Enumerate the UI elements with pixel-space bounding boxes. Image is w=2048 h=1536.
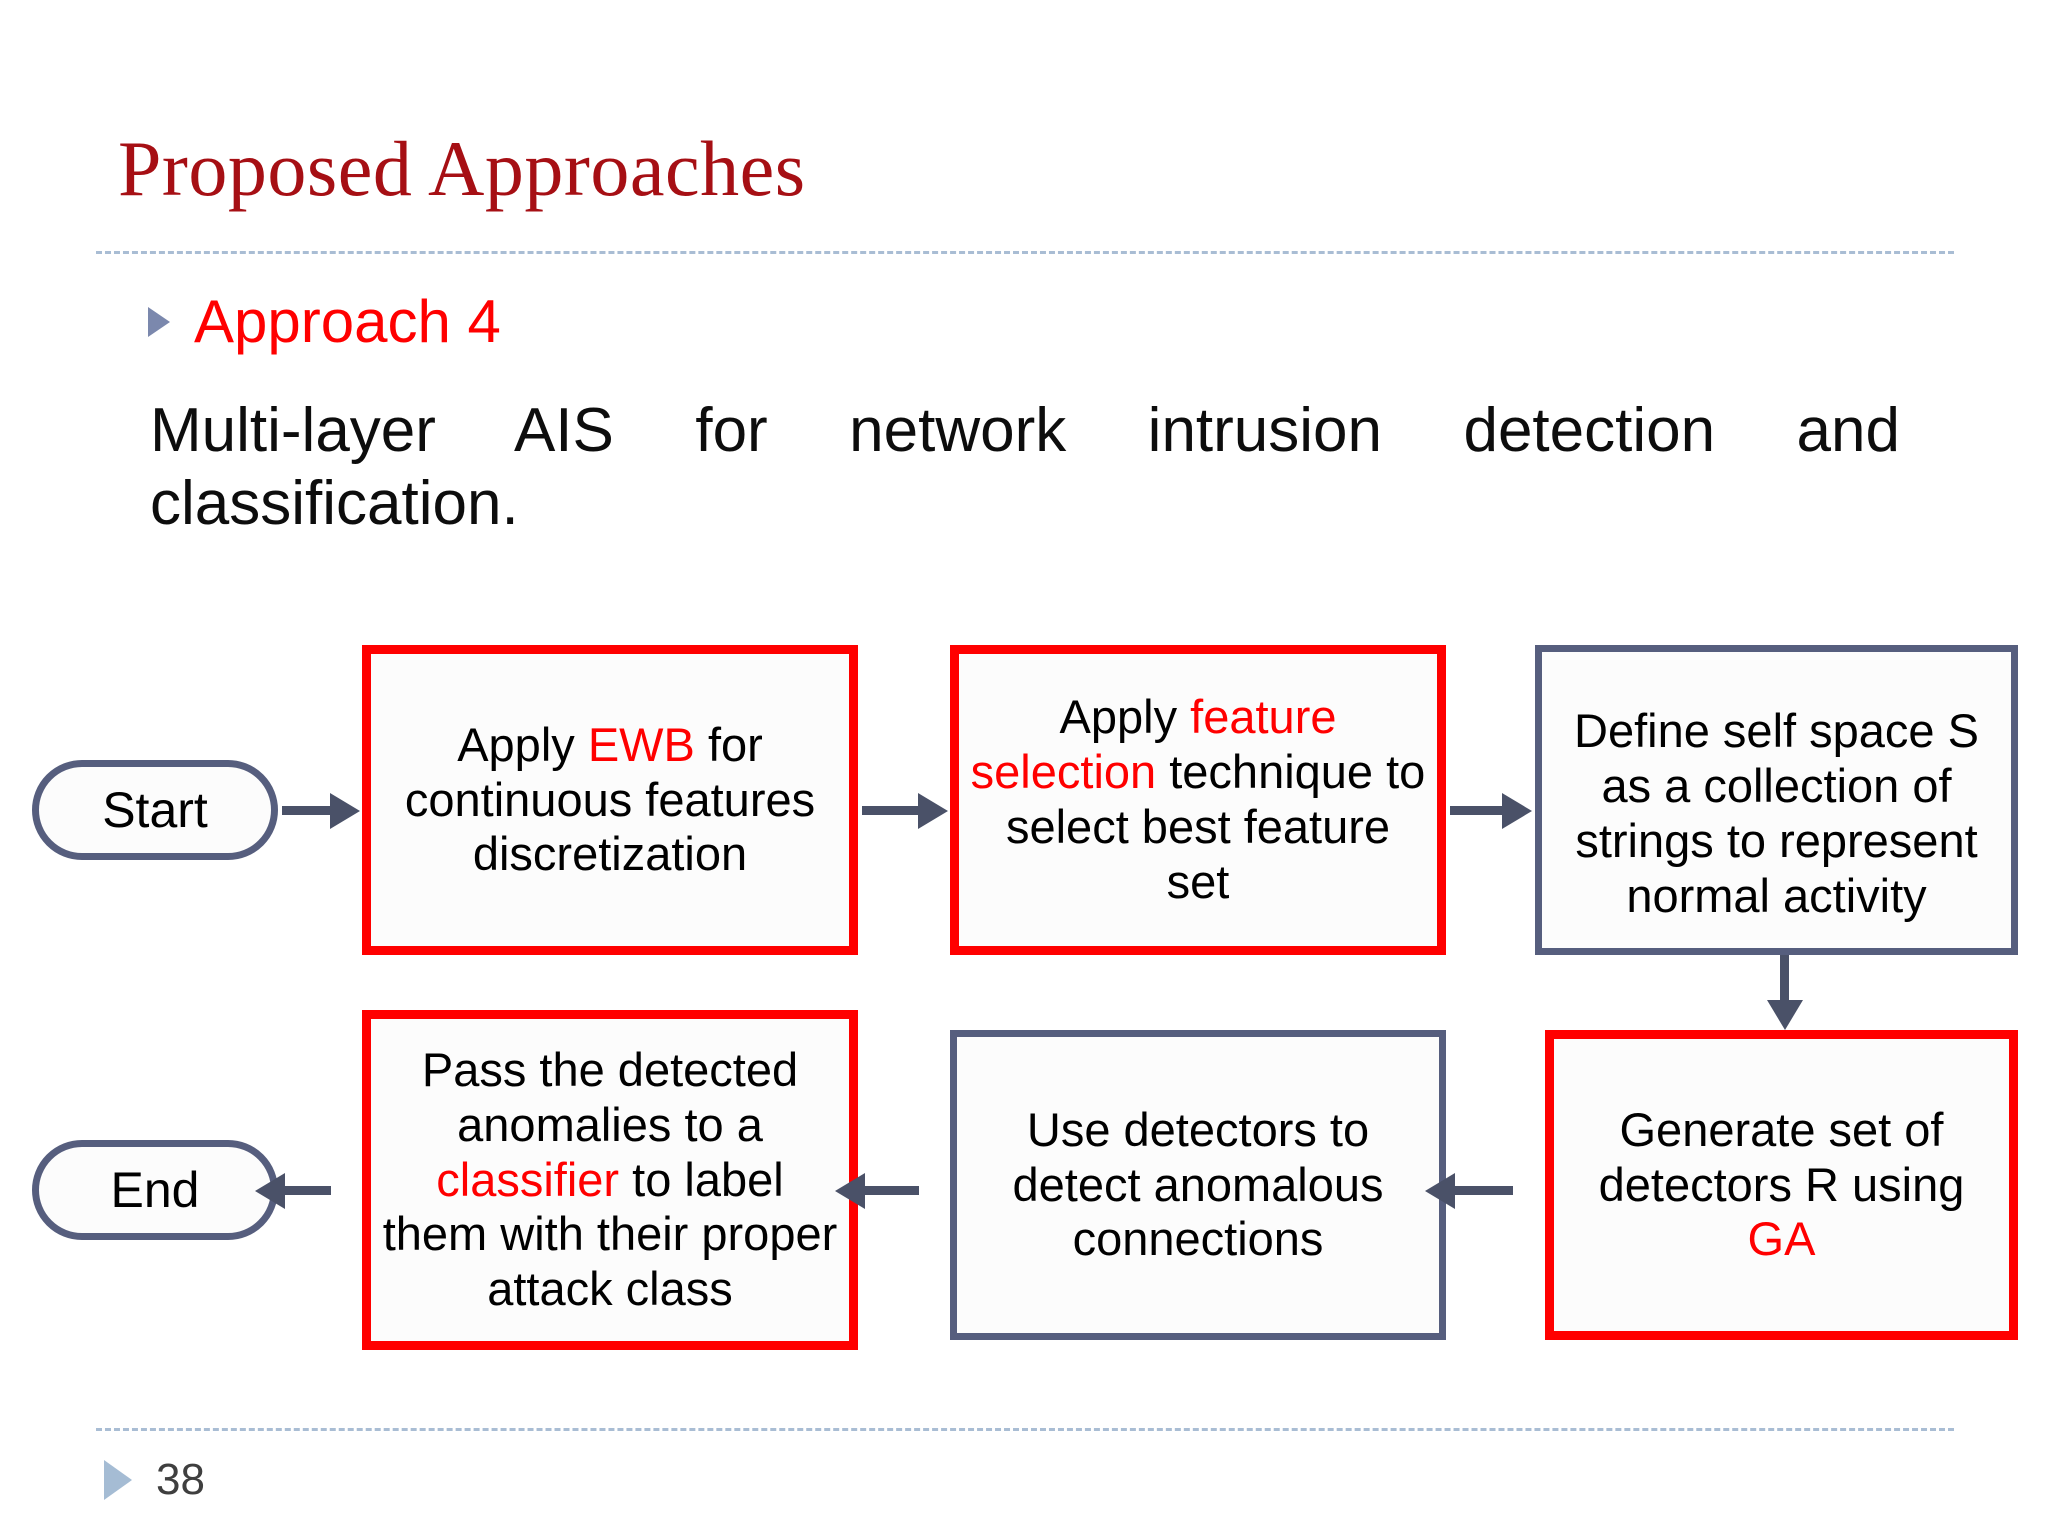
- flow-node-generate-detectors-label: Generate set of detectors R using GA: [1564, 1103, 1999, 1268]
- ewb-text-pre: Apply: [457, 717, 588, 771]
- body-line-2: classification.: [150, 468, 519, 538]
- footer-divider: [96, 1428, 1954, 1431]
- arrow-head-icon: [1502, 793, 1532, 829]
- flow-node-end-label: End: [110, 1161, 200, 1218]
- arrow-shaft: [1455, 1186, 1513, 1195]
- fs-text-highlight: feature selection: [970, 690, 1337, 799]
- flow-node-start[interactable]: Start: [32, 760, 278, 860]
- flow-node-apply-ewb-label: Apply EWB for continuous features discre…: [381, 718, 839, 883]
- ga-text-highlight: GA: [1747, 1212, 1816, 1266]
- fs-text-pre: Apply: [1059, 690, 1191, 744]
- approach-label: Approach 4: [194, 288, 501, 355]
- flow-node-pass-anomalies[interactable]: Pass the detected anomalies to a classif…: [362, 1010, 858, 1350]
- body-line-1: Multi-layer AIS for network intrusion de…: [150, 396, 1900, 465]
- ga-text-pre: Generate set of detectors R using: [1598, 1102, 1965, 1211]
- body-paragraph: Multi-layer AIS for network intrusion de…: [150, 395, 1950, 540]
- flow-node-use-detectors[interactable]: Use detectors to detect anomalous connec…: [950, 1030, 1446, 1340]
- flow-node-end[interactable]: End: [32, 1140, 278, 1240]
- footer: 38: [104, 1455, 205, 1505]
- title-divider: [96, 251, 1954, 254]
- ewb-text-post: for continuous features discretization: [404, 717, 816, 881]
- arrow-head-icon: [255, 1173, 285, 1209]
- flow-node-feature-selection[interactable]: Apply feature selection technique to sel…: [950, 645, 1446, 955]
- pass-text-highlight: classifier: [436, 1152, 620, 1206]
- arrow-shaft: [865, 1186, 919, 1195]
- pass-text-post: to label them with their proper attack c…: [382, 1152, 838, 1316]
- page-title: Proposed Approaches: [118, 125, 806, 212]
- ewb-text-highlight: EWB: [587, 717, 695, 771]
- triangle-bullet-icon: [148, 307, 170, 337]
- flow-node-apply-ewb[interactable]: Apply EWB for continuous features discre…: [362, 645, 858, 955]
- fs-text-post: technique to select best feature set: [1005, 745, 1426, 908]
- flow-node-self-space-label: Define self space S as a collection of s…: [1574, 704, 1979, 922]
- arrow-head-icon: [1425, 1173, 1455, 1209]
- arrow-head-icon: [330, 793, 360, 829]
- flow-node-start-label: Start: [102, 781, 208, 838]
- arrow-head-icon: [835, 1173, 865, 1209]
- arrow-shaft: [282, 806, 330, 815]
- flow-node-use-detectors-label: Use detectors to detect anomalous connec…: [1012, 1102, 1384, 1266]
- pass-text-pre: Pass the detected anomalies to a: [421, 1042, 799, 1151]
- arrow-head-icon: [918, 793, 948, 829]
- approach-bullet-row: Approach 4: [148, 292, 501, 352]
- arrow-shaft: [1450, 806, 1502, 815]
- footer-triangle-icon: [104, 1460, 132, 1500]
- arrow-head-icon: [1767, 1000, 1803, 1030]
- flow-node-feature-selection-label: Apply feature selection technique to sel…: [969, 690, 1427, 910]
- flow-node-generate-detectors[interactable]: Generate set of detectors R using GA: [1545, 1030, 2018, 1340]
- page-number: 38: [156, 1455, 205, 1504]
- flow-node-pass-anomalies-label: Pass the detected anomalies to a classif…: [381, 1043, 839, 1318]
- flow-node-self-space[interactable]: Define self space S as a collection of s…: [1535, 645, 2018, 955]
- arrow-shaft: [285, 1186, 331, 1195]
- arrow-shaft: [1780, 955, 1789, 1000]
- arrow-shaft: [862, 806, 918, 815]
